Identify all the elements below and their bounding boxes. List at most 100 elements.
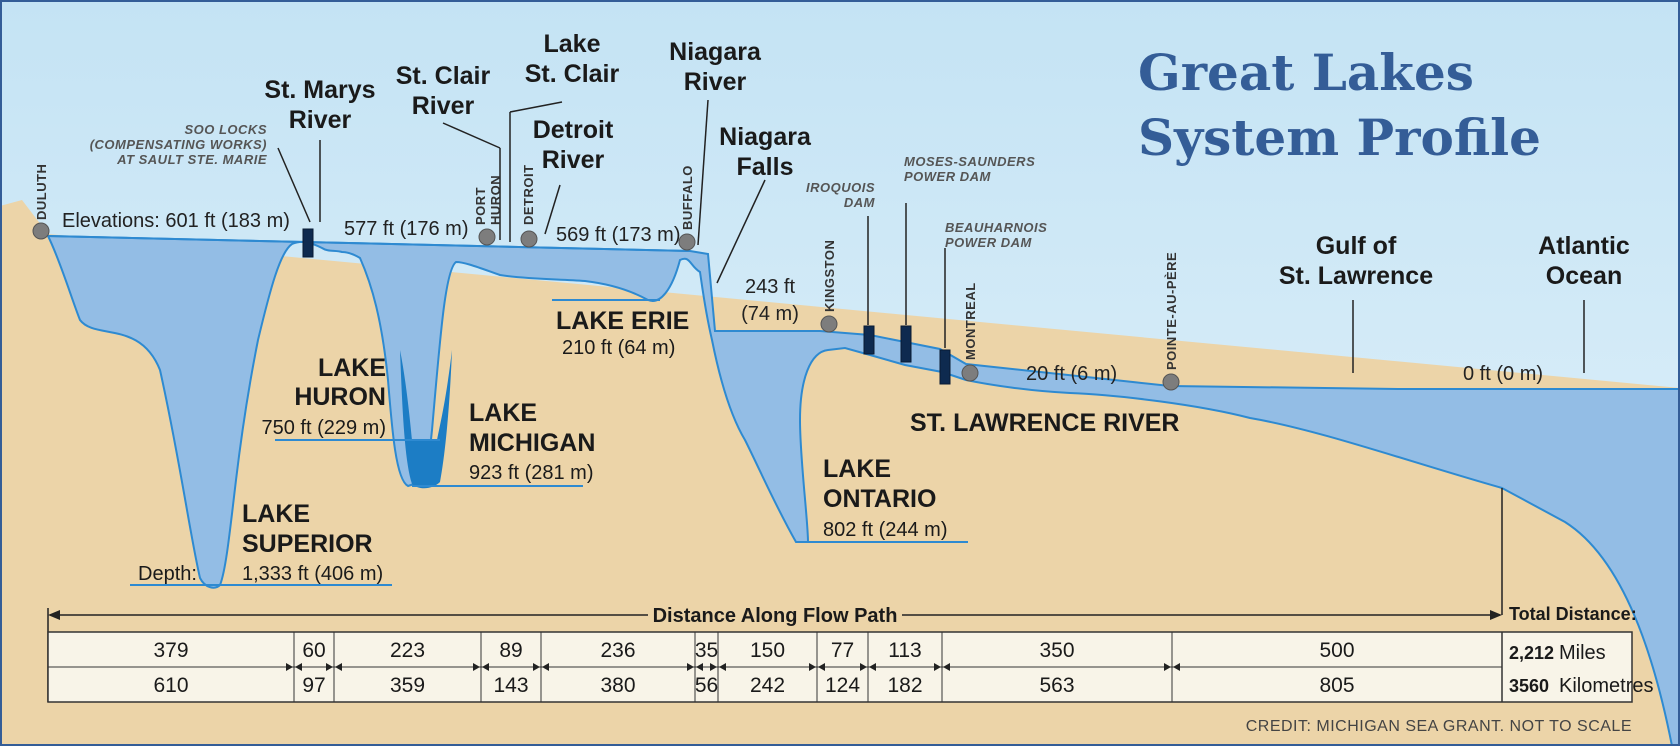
- ocean-elevation: 0 ft (0 m): [1463, 363, 1543, 385]
- huron-michigan-elevation: 577 ft (176 m): [344, 218, 469, 240]
- km-unit: Kilometres: [1559, 675, 1653, 697]
- segment-arrowheads: [1164, 663, 1180, 671]
- segment-miles: 150: [750, 639, 785, 662]
- montreal-label: MONTREAL: [963, 282, 978, 360]
- beauharnois-dam-marker: [939, 349, 951, 385]
- michigan-name-2: MICHIGAN: [469, 429, 595, 457]
- soo-label-3: AT SAULT STE. MARIE: [116, 152, 267, 167]
- segment-miles: 89: [499, 639, 522, 662]
- atlantic-label-1: Atlantic: [1538, 232, 1630, 260]
- superior-depth: 1,333 ft (406 m): [242, 563, 383, 585]
- detroit-marker: [520, 230, 538, 248]
- duluth-label: DULUTH: [34, 164, 49, 220]
- credit: CREDIT: MICHIGAN SEA GRANT. NOT TO SCALE: [1246, 718, 1632, 735]
- erie-elevation: 569 ft (173 m): [556, 224, 681, 246]
- segment-miles: 60: [302, 639, 325, 662]
- ontario-name-1: LAKE: [823, 455, 891, 483]
- niagara-falls-label-2: Falls: [737, 153, 794, 181]
- moses-label-1: MOSES-SAUNDERS: [904, 154, 1035, 169]
- segment-arrowheads: [809, 663, 825, 671]
- elevation-label: Elevations: 601 ft (183 m): [62, 210, 290, 232]
- total-miles: 2,212: [1509, 643, 1554, 663]
- total-distance-label: Total Distance:: [1509, 604, 1637, 624]
- segment-miles: 236: [600, 639, 635, 662]
- detroit-river-label-1: Detroit: [533, 116, 614, 144]
- st-clair-river-label-2: River: [412, 92, 475, 120]
- pointer-lines: [277, 99, 1585, 615]
- huron-name-2: HURON: [294, 383, 386, 411]
- moses-saunders-dam-marker: [900, 325, 912, 363]
- detroit-river-label-2: River: [542, 146, 605, 174]
- port-huron-marker: [478, 228, 496, 246]
- pointe-au-pere-marker: [1162, 373, 1180, 391]
- iroquois-label-1: IROQUOIS: [806, 180, 875, 195]
- segment-km: 380: [600, 674, 635, 697]
- pointe-au-pere-label: POINTE-AU-PÈRE: [1164, 252, 1179, 370]
- iroquois-label-2: DAM: [844, 195, 876, 210]
- huron-name-1: LAKE: [318, 354, 386, 382]
- surface-line-upper: [47, 235, 691, 252]
- distance-segments: 3796106097223359891432363803556150242771…: [153, 632, 1355, 702]
- segment-arrowheads: [286, 663, 302, 671]
- buffalo-label: BUFFALO: [680, 165, 695, 230]
- segment-miles: 35: [695, 639, 718, 662]
- lake-st-clair-label-1: Lake: [544, 30, 601, 58]
- segment-km: 242: [750, 674, 785, 697]
- segment-miles: 350: [1039, 639, 1074, 662]
- segment-arrowheads: [326, 663, 342, 671]
- moses-label-2: POWER DAM: [904, 169, 992, 184]
- ontario-elevation-2: (74 m): [741, 303, 799, 325]
- superior-name-1: LAKE: [242, 500, 310, 528]
- st-clair-river-label-1: St. Clair: [396, 62, 491, 90]
- segment-km: 359: [390, 674, 425, 697]
- montreal-marker: [961, 364, 979, 382]
- distance-label: Distance Along Flow Path: [653, 605, 898, 627]
- soo-label-1: SOO LOCKS: [184, 122, 267, 137]
- soo-label-2: (COMPENSATING WORKS): [90, 137, 267, 152]
- segment-km: 124: [825, 674, 860, 697]
- segment-miles: 77: [831, 639, 854, 662]
- segment-miles: 379: [153, 639, 188, 662]
- segment-km: 610: [153, 674, 188, 697]
- city-markers: [32, 222, 1180, 391]
- miles-unit: Miles: [1559, 642, 1606, 664]
- port-huron-label-1: PORT: [473, 187, 488, 225]
- atlantic-label-2: Ocean: [1546, 262, 1622, 290]
- kingston-label: KINGSTON: [822, 240, 837, 312]
- soo-locks-marker: [302, 228, 314, 258]
- segment-km: 182: [887, 674, 922, 697]
- title-line1: Great Lakes: [1138, 43, 1474, 102]
- st-lawrence-river-label: ST. LAWRENCE RIVER: [910, 409, 1179, 437]
- gulf-label-2: St. Lawrence: [1279, 262, 1433, 290]
- niagara-river-label-2: River: [684, 68, 747, 96]
- st-marys-label-2: River: [289, 106, 352, 134]
- segment-arrowheads: [860, 663, 876, 671]
- beau-label-1: BEAUHARNOIS: [945, 220, 1047, 235]
- lake-st-clair-label-2: St. Clair: [525, 60, 620, 88]
- ontario-depth: 802 ft (244 m): [823, 519, 948, 541]
- iroquois-dam-marker: [863, 325, 875, 355]
- superior-name-2: SUPERIOR: [242, 530, 373, 558]
- lake-michigan-deep: [400, 350, 452, 489]
- niagara-falls-label-1: Niagara: [719, 123, 812, 151]
- segment-km: 97: [302, 674, 325, 697]
- beau-label-2: POWER DAM: [945, 235, 1033, 250]
- ontario-name-2: ONTARIO: [823, 485, 936, 513]
- segment-miles: 113: [888, 639, 921, 662]
- total-km: 3560: [1509, 676, 1549, 696]
- segment-arrowheads: [687, 663, 703, 671]
- port-huron-label-2: HURON: [488, 175, 503, 225]
- depth-label: Depth:: [138, 563, 197, 585]
- title-line2: System Profile: [1138, 108, 1541, 167]
- erie-name: LAKE ERIE: [556, 307, 689, 335]
- duluth-marker: [32, 222, 50, 240]
- segment-km: 143: [493, 674, 528, 697]
- segment-arrowheads: [934, 663, 950, 671]
- segment-km: 805: [1319, 674, 1354, 697]
- ontario-elevation-1: 243 ft: [745, 276, 795, 298]
- segment-miles: 223: [390, 639, 425, 662]
- dam-markers: [302, 228, 951, 385]
